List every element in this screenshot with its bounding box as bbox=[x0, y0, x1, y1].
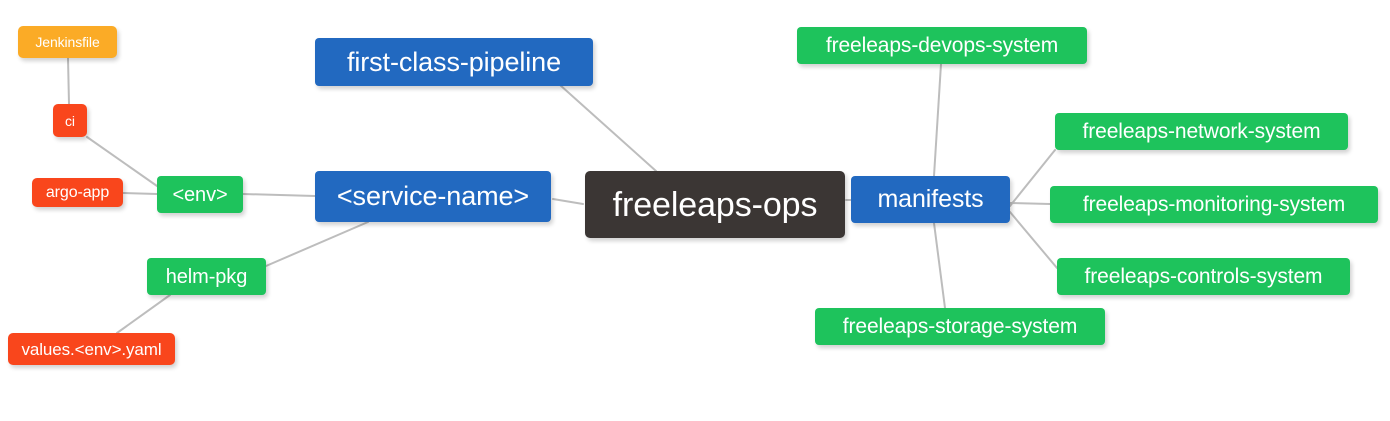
mindmap-node-jenkinsfile[interactable]: Jenkinsfile bbox=[18, 26, 117, 58]
mindmap-node-values[interactable]: values.<env>.yaml bbox=[8, 333, 175, 365]
mindmap-node-monitoring[interactable]: freeleaps-monitoring-system bbox=[1050, 186, 1378, 223]
mindmap-node-label: ci bbox=[65, 112, 75, 129]
edge-manifests-to-storage bbox=[933, 222, 946, 309]
edge-ci-to-jenkinsfile bbox=[67, 57, 70, 105]
mindmap-node-label: values.<env>.yaml bbox=[21, 339, 162, 359]
mindmap-node-label: <env> bbox=[172, 183, 228, 206]
edge-pipeline-to-root bbox=[559, 84, 657, 172]
mindmap-node-manifests[interactable]: manifests bbox=[851, 176, 1010, 223]
mindmap-node-label: manifests bbox=[877, 185, 984, 213]
mindmap-node-label: freeleaps-monitoring-system bbox=[1082, 193, 1346, 216]
edge-manifests-to-devops bbox=[933, 63, 942, 177]
mindmap-node-label: Jenkinsfile bbox=[35, 34, 100, 50]
mindmap-node-storage[interactable]: freeleaps-storage-system bbox=[815, 308, 1105, 345]
mindmap-node-helm[interactable]: helm-pkg bbox=[147, 258, 266, 295]
mindmap-node-label: freeleaps-storage-system bbox=[842, 315, 1078, 338]
mindmap-node-label: argo-app bbox=[45, 183, 110, 201]
mindmap-node-label: <service-name> bbox=[336, 181, 530, 211]
mindmap-node-label: freeleaps-ops bbox=[612, 185, 818, 224]
mindmap-node-label: freeleaps-controls-system bbox=[1084, 265, 1323, 288]
edge-manifests-to-monitoring bbox=[1009, 202, 1051, 205]
edge-env-to-argoapp bbox=[122, 192, 158, 195]
mindmap-node-network[interactable]: freeleaps-network-system bbox=[1055, 113, 1348, 150]
mindmap-node-ci[interactable]: ci bbox=[53, 104, 87, 137]
mindmap-node-label: first-class-pipeline bbox=[346, 46, 562, 77]
mindmap-node-label: freeleaps-devops-system bbox=[825, 34, 1059, 57]
edge-manifests-to-network bbox=[1009, 149, 1056, 207]
mindmap-node-service[interactable]: <service-name> bbox=[315, 171, 551, 222]
mindmap-node-pipeline[interactable]: first-class-pipeline bbox=[315, 38, 593, 86]
edge-service-to-helm bbox=[265, 221, 369, 267]
mindmap-node-label: helm-pkg bbox=[165, 265, 248, 288]
mindmap-node-root[interactable]: freeleaps-ops bbox=[585, 171, 845, 238]
mindmap-node-label: freeleaps-network-system bbox=[1082, 120, 1321, 143]
mindmap-node-env[interactable]: <env> bbox=[157, 176, 243, 213]
edge-root-to-service bbox=[552, 198, 584, 205]
mindmap-node-argoapp[interactable]: argo-app bbox=[32, 178, 123, 207]
edge-helm-to-values bbox=[116, 294, 171, 334]
mindmap-node-devops[interactable]: freeleaps-devops-system bbox=[797, 27, 1087, 64]
mindmap-node-controls[interactable]: freeleaps-controls-system bbox=[1057, 258, 1350, 295]
edge-service-to-env bbox=[242, 193, 316, 197]
